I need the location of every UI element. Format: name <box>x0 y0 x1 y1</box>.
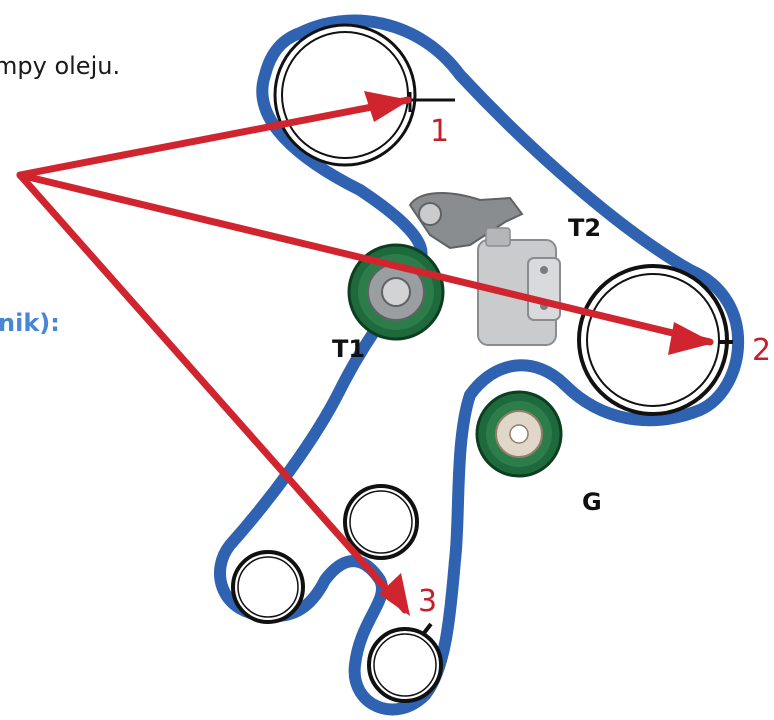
guide-pulley-g <box>475 390 563 478</box>
label-mark-2: 2 <box>752 333 771 368</box>
top-text-fragment: mpy oleju. <box>0 52 120 80</box>
idler-pulley-upper <box>343 484 419 560</box>
left-text-fragment: nik): <box>0 309 60 337</box>
camshaft-pulley-2 <box>577 264 733 416</box>
crankshaft-pulley-3 <box>367 622 443 703</box>
label-mark-1: 1 <box>430 114 449 149</box>
label-mark-3: 3 <box>418 584 437 619</box>
label-t2: T2 <box>568 214 601 242</box>
alignment-arrows <box>16 91 714 616</box>
label-g: G <box>582 488 602 516</box>
idler-pulley-lower-left <box>231 550 305 624</box>
camshaft-pulley-1 <box>273 23 455 167</box>
label-t1: T1 <box>332 335 365 363</box>
